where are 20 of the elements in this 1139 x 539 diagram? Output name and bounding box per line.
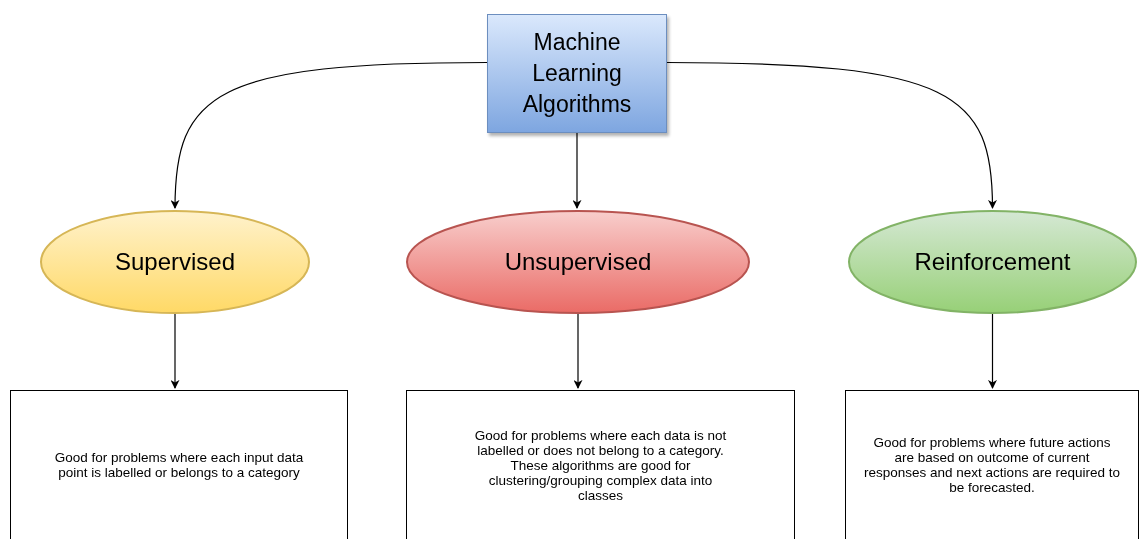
arrow (572, 132, 582, 209)
category-ellipse (848, 210, 1137, 314)
category-ellipse (40, 210, 310, 314)
root-box (487, 14, 667, 133)
description-box (10, 390, 348, 539)
description-box (406, 390, 795, 539)
arrow (666, 61, 997, 209)
node-label: Supervised (114, 248, 236, 276)
node-label: Reinforcement (914, 248, 1071, 276)
description-box (845, 390, 1139, 539)
description-text: Good for problems where each input data point is labelled or belongs to a category (53, 450, 305, 480)
description-text: Good for problems where future actions are based on outcome of current responses and next actions are required to be forecasted. (863, 435, 1121, 495)
arrow (170, 61, 488, 209)
arrow (573, 313, 583, 389)
node-label: Unsupervised (504, 248, 652, 276)
description-text: Good for problems where each data is not labelled or does not belong to a category. These algorithms are good for clustering/grouping complex data into classes (473, 427, 728, 503)
node-label: Machine Learning Algorithms (521, 28, 633, 119)
arrow (170, 313, 180, 389)
arrow (988, 313, 997, 389)
category-ellipse (406, 210, 750, 314)
